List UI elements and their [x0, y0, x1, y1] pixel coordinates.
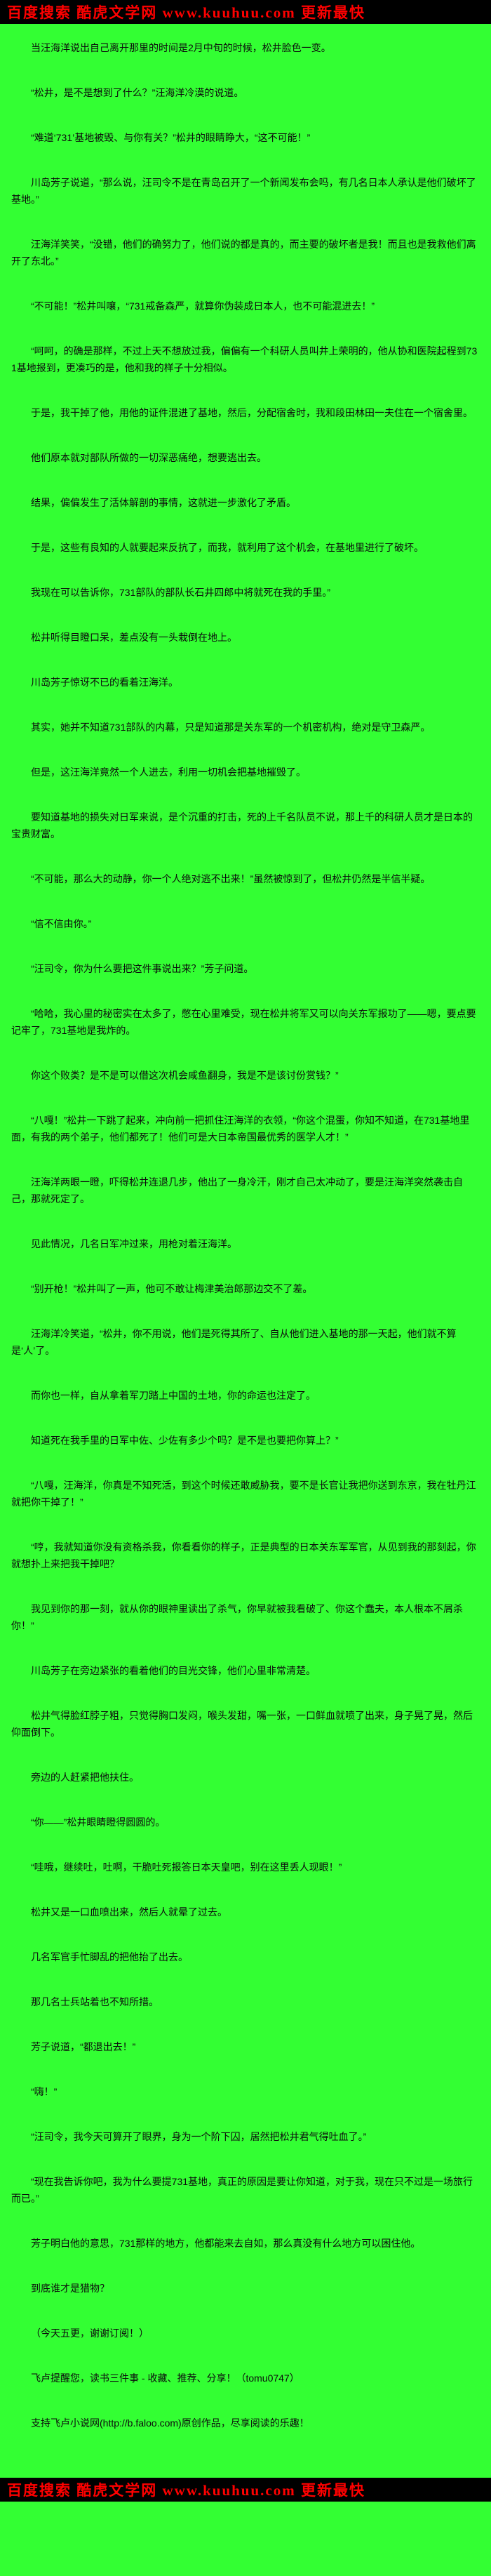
paragraph: 到底谁才是猎物？ — [31, 2283, 109, 2294]
paragraph: “八嘎，汪海洋，你真是不知死活，到这个时候还敢威胁我，要不是长官让我把你送到东京… — [11, 1480, 476, 1508]
paragraph: 松井气得脸红脖子粗，只觉得胸口发闷，喉头发甜，嘴一张，一口鲜血就喷了出来，身子晃… — [11, 1710, 473, 1738]
footer-note: 支持飞卢小说网(http://b.faloo.com)原创作品，尽享阅读的乐趣！ — [31, 2417, 309, 2429]
paragraph: “嗨！” — [31, 2086, 58, 2097]
paragraph: “哈哈，我心里的秘密实在太多了，憋在心里难受，现在松井将军又可以向关东军报功了—… — [11, 1008, 476, 1036]
paragraph: 川岛芳子说道，“那么说，汪司令不是在青岛召开了一个新闻发布会吗，有几名日本人承认… — [11, 177, 476, 205]
paragraph: 松井听得目瞪口呆，差点没有一头栽倒在地上。 — [31, 632, 237, 643]
paragraph: “哇哦，继续吐，吐啊，干脆吐死报答日本天皇吧，别在这里丢人现眼！” — [31, 1861, 342, 1873]
top-banner-text: 百度搜索 酷虎文学网 www.kuuhuu.com 更新最快 — [7, 4, 365, 21]
paragraph: “难道‘731’基地被毁、与你有关？”松井的眼睛睁大，“这不可能！” — [31, 132, 311, 143]
paragraph: “信不信由你。” — [31, 918, 92, 929]
paragraph: “汪司令，你为什么要把这件事说出来？”芳子问道。 — [31, 963, 254, 974]
paragraph: 我现在可以告诉你，731部队的部队长石井四郎中将就死在我的手里。” — [31, 587, 331, 598]
paragraph: 于是，这些有良知的人就要起来反抗了，而我，就利用了这个机会，在基地里进行了破坏。 — [31, 542, 424, 553]
paragraph: 于是，我干掉了他，用他的证件混进了基地，然后，分配宿舍时，我和段田林田一夫住在一… — [31, 407, 473, 418]
paragraph: 松井又是一口血喷出来，然后人就晕了过去。 — [31, 1906, 227, 1918]
paragraph: 见此情况，几名日军冲过来，用枪对着汪海洋。 — [31, 1238, 237, 1249]
paragraph: 而你也一样，自从拿着军刀踏上中国的土地，你的命运也注定了。 — [31, 1390, 316, 1401]
bottom-banner-text: 百度搜索 酷虎文学网 www.kuuhuu.com 更新最快 — [7, 2482, 365, 2499]
paragraph: “现在我告诉你吧，我为什么要提731基地，真正的原因是要让你知道，对于我，现在只… — [11, 2176, 473, 2204]
novel-content: 当汪海洋说出自己离开那里的时间是2月中旬的时候，松井脸色一变。 “松井，是不是想到… — [0, 24, 491, 2478]
paragraph: “八嘎！”松井一下跳了起来，冲向前一把抓住汪海洋的衣领，“你这个混蛋，你知不知道… — [11, 1115, 470, 1143]
paragraph: 你这个败类？是不是可以借这次机会咸鱼翻身，我是不是该讨份赏钱？” — [31, 1070, 339, 1081]
paragraph: 芳子明白他的意思，731那样的地方，他都能来去自如，那么真没有什么地方可以困住他… — [31, 2238, 421, 2249]
paragraph: 当汪海洋说出自己离开那里的时间是2月中旬的时候，松井脸色一变。 — [31, 42, 331, 53]
paragraph: 几名军官手忙脚乱的把他抬了出去。 — [31, 1951, 188, 1963]
paragraph: 我见到你的那一刻，就从你的眼神里读出了杀气，你早就被我看破了、你这个蠢夫，本人根… — [11, 1603, 463, 1631]
paragraph: 芳子说道，“都退出去！” — [31, 2041, 136, 2052]
paragraph: 要知道基地的损失对日军来说，是个沉重的打击，死的上千名队员不说，那上千的科研人员… — [11, 811, 473, 839]
footer-note: 飞卢提醒您，读书三件事 - 收藏、推荐、分享！（tomu0747） — [31, 2372, 300, 2384]
paragraph: “呵呵，的确是那样，不过上天不想放过我，偏偏有一个科研人员叫井上荣明的，他从协和… — [11, 345, 478, 373]
paragraph: “不可能，那么大的动静，你一个人绝对逃不出来！”虽然被惊到了，但松井仍然是半信半… — [31, 873, 431, 884]
bottom-banner[interactable]: 百度搜索 酷虎文学网 www.kuuhuu.com 更新最快 — [0, 2478, 491, 2502]
paragraph: 知道死在我手里的日军中佐、少佐有多少个吗？是不是也要把你算上？” — [31, 1435, 339, 1446]
paragraph: 他们原本就对部队所做的一切深恶痛绝，想要逃出去。 — [31, 452, 267, 463]
paragraph: 川岛芳子惊讶不已的看着汪海洋。 — [31, 677, 178, 688]
paragraph: 旁边的人赶紧把他扶住。 — [31, 1772, 139, 1783]
paragraph: 川岛芳子在旁边紧张的看着他们的目光交锋，他们心里非常清楚。 — [31, 1665, 316, 1676]
paragraph: “别开枪！”松井叫了一声，他可不敢让梅津美治郎那边交不了差。 — [31, 1283, 313, 1294]
paragraph: “汪司令，我今天可算开了眼界，身为一个阶下囚，居然把松井君气得吐血了。” — [31, 2131, 367, 2142]
paragraph: （今天五更，谢谢订阅！） — [31, 2328, 149, 2339]
paragraph: 汪海洋冷笑道，“松井，你不用说，他们是死得其所了、自从他们进入基地的那一天起，他… — [11, 1328, 457, 1356]
paragraph: 但是，这汪海洋竟然一个人进去，利用一切机会把基地摧毁了。 — [31, 766, 306, 778]
paragraph: 其实，她并不知道731部队的内幕，只是知道那是关东军的一个机密机构，绝对是守卫森… — [31, 722, 431, 733]
paragraph: 结果，偏偏发生了活体解剖的事情，这就进一步激化了矛盾。 — [31, 497, 296, 508]
paragraph: 汪海洋两眼一瞪，吓得松井连退几步，他出了一身冷汗，刚才自己太冲动了，要是汪海洋突… — [11, 1176, 463, 1204]
paragraph: “松井，是不是想到了什么？”汪海洋冷漠的说道。 — [31, 87, 244, 98]
paragraph: 汪海洋笑笑，“没错，他们的确努力了，他们说的都是真的，而主要的破坏者是我！而且也… — [11, 239, 476, 267]
paragraph: “你——”松井眼睛瞪得圆圆的。 — [31, 1817, 166, 1828]
paragraph: “不可能！”松井叫嚷，“731戒备森严，就算你伪装成日本人，也不可能混进去！” — [31, 300, 375, 312]
top-banner[interactable]: 百度搜索 酷虎文学网 www.kuuhuu.com 更新最快 — [0, 0, 491, 24]
paragraph: “哼，我就知道你没有资格杀我，你看看你的样子，正是典型的日本关东军军官，从见到我… — [11, 1541, 476, 1569]
paragraph: 那几名士兵站着也不知所措。 — [31, 1996, 159, 2007]
